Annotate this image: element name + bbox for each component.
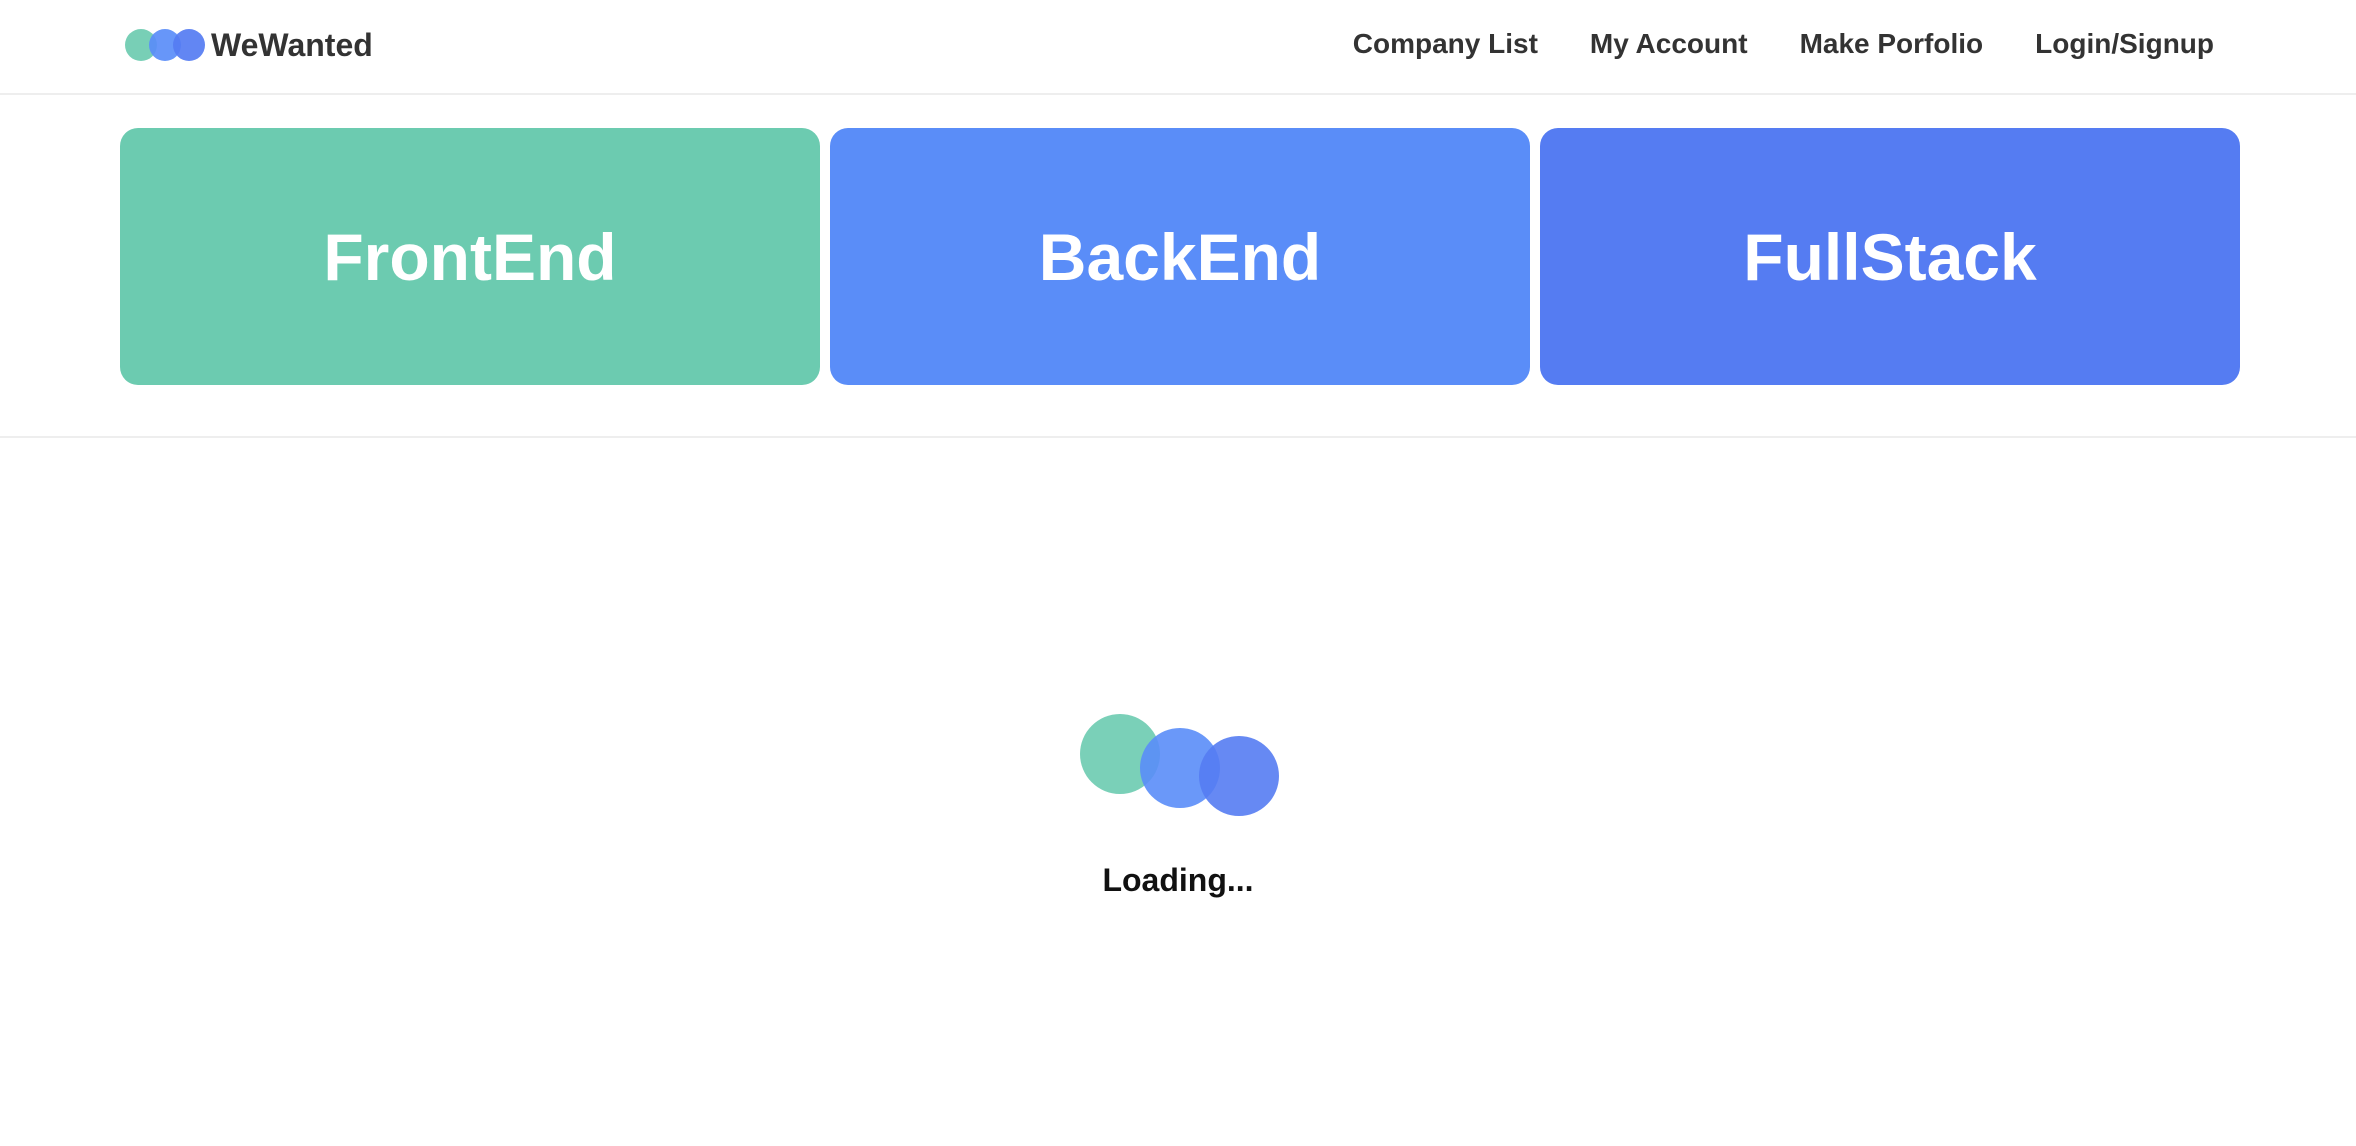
logo-text: WeWanted bbox=[211, 27, 373, 63]
logo-dots-icon bbox=[125, 29, 205, 61]
category-card-frontend[interactable]: FrontEnd bbox=[120, 128, 820, 385]
loading-spinner-icon bbox=[1078, 712, 1282, 818]
nav-company-list[interactable]: Company List bbox=[1352, 28, 1538, 59]
nav-login-signup[interactable]: Login/Signup bbox=[2035, 28, 2214, 59]
section-divider bbox=[0, 436, 2356, 438]
category-cards: FrontEnd BackEnd FullStack bbox=[120, 128, 2240, 385]
category-label: FullStack bbox=[1743, 219, 2037, 294]
loader-dot-indigo-icon bbox=[1199, 736, 1279, 816]
nav-make-portfolio[interactable]: Make Porfolio bbox=[1799, 28, 1984, 59]
main-nav: Company List My Account Make Porfolio Lo… bbox=[1353, 24, 2214, 64]
category-label: BackEnd bbox=[1038, 219, 1322, 294]
logo-link[interactable]: WeWanted bbox=[125, 27, 373, 63]
loading-text: Loading... bbox=[1102, 862, 1254, 898]
logo-dot-indigo-icon bbox=[173, 29, 205, 61]
category-card-backend[interactable]: BackEnd bbox=[830, 128, 1530, 385]
category-card-fullstack[interactable]: FullStack bbox=[1540, 128, 2240, 385]
category-label: FrontEnd bbox=[323, 219, 617, 294]
nav-my-account[interactable]: My Account bbox=[1589, 28, 1748, 59]
top-header: WeWanted Company List My Account Make Po… bbox=[0, 0, 2356, 95]
